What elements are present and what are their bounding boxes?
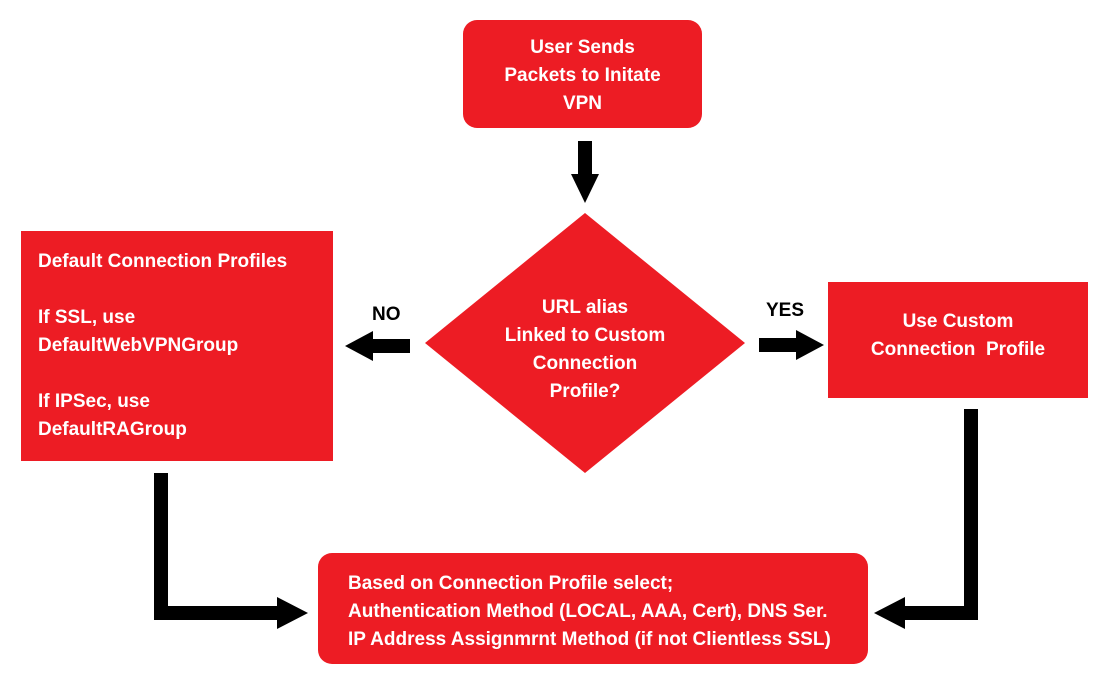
yes-branch-label: YES [766,300,805,321]
arrow-custom-to-result [874,409,978,629]
arrow-no [345,331,410,361]
default-profiles-title: Default Connection Profiles [38,251,288,272]
decision-line-3: Connection [532,353,638,374]
custom-line-2: Connection Profile [870,339,1046,360]
ipsec-line-2: DefaultRAGroup [38,419,187,440]
result-box: Based on Connection Profile select; Auth… [318,553,868,664]
custom-profile-box: Use Custom Connection Profile [828,282,1088,398]
decision-line-2: Linked to Custom [504,325,666,346]
start-box: User Sends Packets to Initate VPN [463,20,702,128]
custom-line-1: Use Custom [902,311,1014,332]
no-branch-label: NO [372,304,401,325]
result-line-3: IP Address Assignmrnt Method (if not Cli… [348,629,831,650]
ssl-line-1: If SSL, use [38,307,136,328]
decision-label: URL alias Linked to Custom Connection Pr… [470,294,700,406]
arrow-start-to-decision [571,141,599,203]
ssl-line-2: DefaultWebVPNGroup [38,335,239,356]
decision-line-4: Profile? [549,381,621,402]
result-line-2: Authentication Method (LOCAL, AAA, Cert)… [348,601,828,622]
arrow-default-to-result [154,473,308,629]
decision-diamond [425,213,745,473]
default-profiles-box: Default Connection Profiles If SSL, use … [21,231,333,461]
ipsec-line-1: If IPSec, use [38,391,150,412]
result-line-1: Based on Connection Profile select; [348,573,674,594]
start-line-1: User Sends [530,37,635,58]
decision-line-1: URL alias [541,297,629,318]
start-line-3: VPN [562,93,603,114]
arrow-yes [759,330,824,360]
start-line-2: Packets to Initate [504,65,661,86]
